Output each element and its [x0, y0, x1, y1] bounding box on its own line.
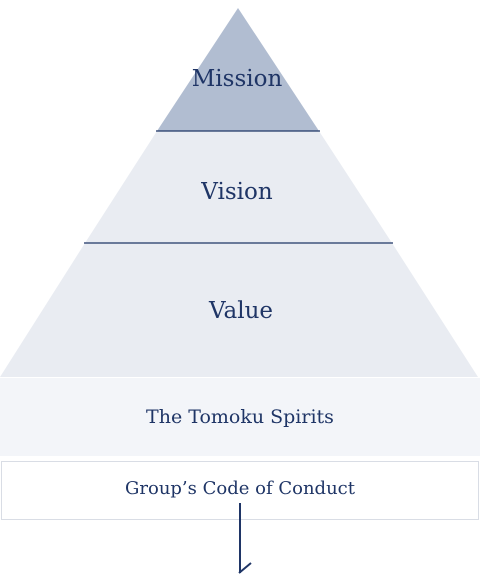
- down-arrow-icon: [238, 503, 252, 574]
- tier-mission-shape: [157, 8, 319, 131]
- tier-label-value: Value: [209, 298, 273, 324]
- tier-vision-shape: [85, 131, 392, 243]
- spirits-band: The Tomoku Spirits: [0, 378, 480, 456]
- tier-label-vision: Vision: [201, 179, 273, 205]
- code-of-conduct-label: Group’s Code of Conduct: [125, 478, 355, 499]
- tier-value-shape: [0, 243, 478, 377]
- tier-label-mission: Mission: [191, 66, 283, 92]
- spirits-label: The Tomoku Spirits: [146, 406, 334, 428]
- pyramid: [0, 8, 478, 377]
